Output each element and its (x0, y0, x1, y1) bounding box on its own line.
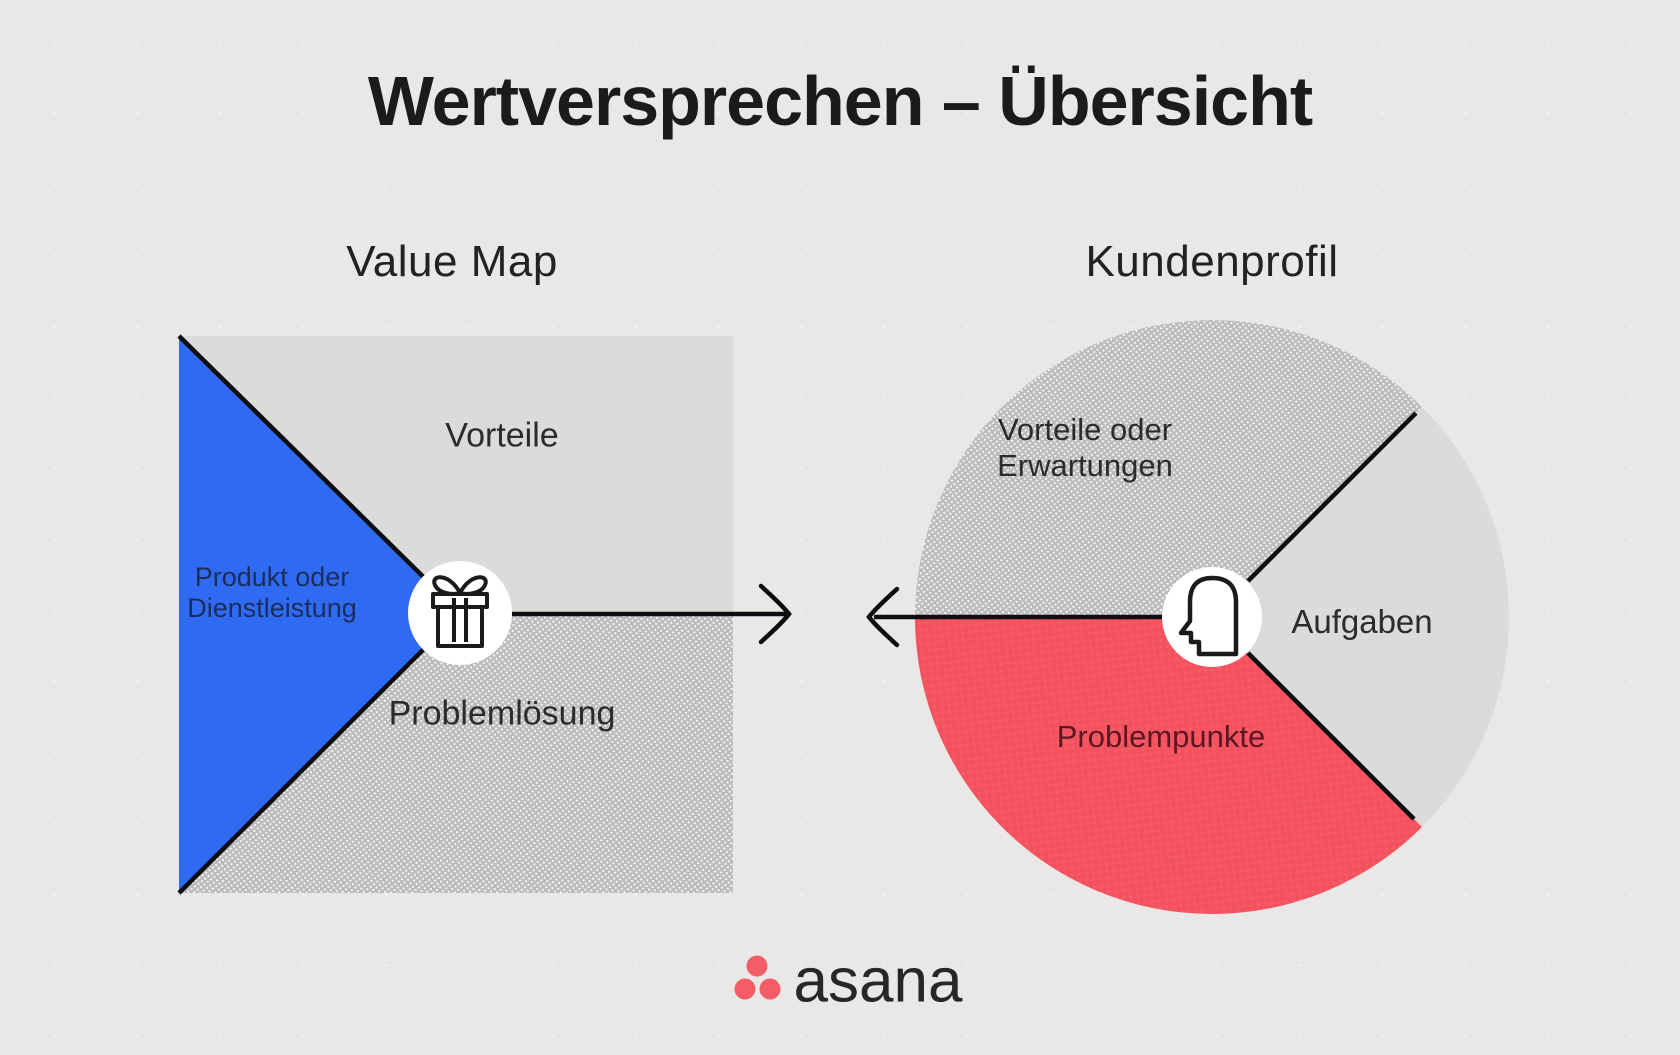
customer-profile-pains-sector (915, 617, 1422, 914)
product-label: Produkt oder Dienstleistung (187, 562, 357, 624)
gains-label-line1: Vorteile oder (997, 412, 1173, 447)
asana-dots-icon (734, 955, 781, 1000)
customer-profile-jobs-sector (1212, 407, 1509, 827)
arrow-right-icon (758, 583, 792, 645)
pains-label: Problempunkte (1056, 719, 1266, 754)
customer-profile-divider-lines (874, 411, 1418, 821)
benefits-label: Vorteile (445, 416, 559, 455)
arrow-left-icon (866, 586, 900, 648)
gains-label: Vorteile oder Erwartungen (997, 412, 1173, 484)
page-title: Wertversprechen – Übersicht (367, 62, 1313, 140)
customer-profile-gains-sector (915, 320, 1422, 617)
jobs-label: Aufgaben (1291, 603, 1433, 640)
product-label-line1: Produkt oder (194, 562, 350, 592)
solution-label: Problemlösung (388, 694, 616, 733)
value-map-heading: Value Map (346, 237, 558, 286)
product-label-line2: Dienstleistung (187, 593, 357, 623)
customer-profile-diagram (866, 320, 1509, 914)
gift-icon (431, 575, 489, 648)
brand-wordmark: asana (793, 946, 963, 1016)
value-map-divider-lines (177, 334, 786, 895)
value-map-diagram (177, 334, 792, 895)
gains-label-line2: Erwartungen (997, 448, 1173, 483)
customer-profile-heading: Kundenprofil (1085, 237, 1339, 286)
value-map-solution-region (179, 614, 733, 893)
head-profile-icon (1178, 575, 1239, 657)
value-map-product-triangle (179, 336, 460, 893)
